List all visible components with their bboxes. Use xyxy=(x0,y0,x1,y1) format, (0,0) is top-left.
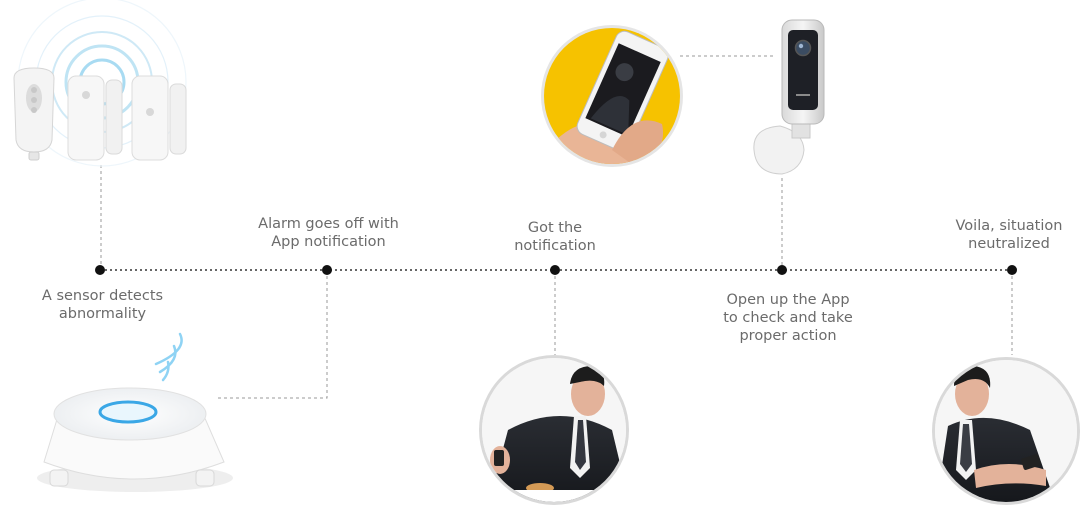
step-label-alarm: Alarm goes off with App notification xyxy=(258,216,399,250)
step-label-check: Open up the App to check and take proper… xyxy=(723,292,853,344)
businessman-photo-icon xyxy=(479,355,629,505)
node-notified xyxy=(550,265,560,275)
wifi-hub-icon xyxy=(37,332,233,492)
node-sensor xyxy=(95,265,105,275)
node-alarm xyxy=(322,265,332,275)
security-camera-icon xyxy=(753,19,825,175)
door-sensor-icon xyxy=(67,75,123,161)
connector-hub xyxy=(218,270,328,399)
node-check xyxy=(777,265,787,275)
smartphone-photo xyxy=(541,25,683,167)
node-resolved xyxy=(1007,265,1017,275)
step-label-notified: Got the notification xyxy=(514,220,596,254)
step-label-resolved: Voila, situation neutralized xyxy=(955,218,1063,252)
door-sensor-icon xyxy=(131,75,187,161)
smartphone-icon xyxy=(576,30,669,152)
step-label-sensor: A sensor detects abnormality xyxy=(41,288,164,322)
remote-fob-icon xyxy=(13,67,55,161)
businessman-photo-icon xyxy=(932,357,1080,505)
sensors-image xyxy=(13,0,187,167)
